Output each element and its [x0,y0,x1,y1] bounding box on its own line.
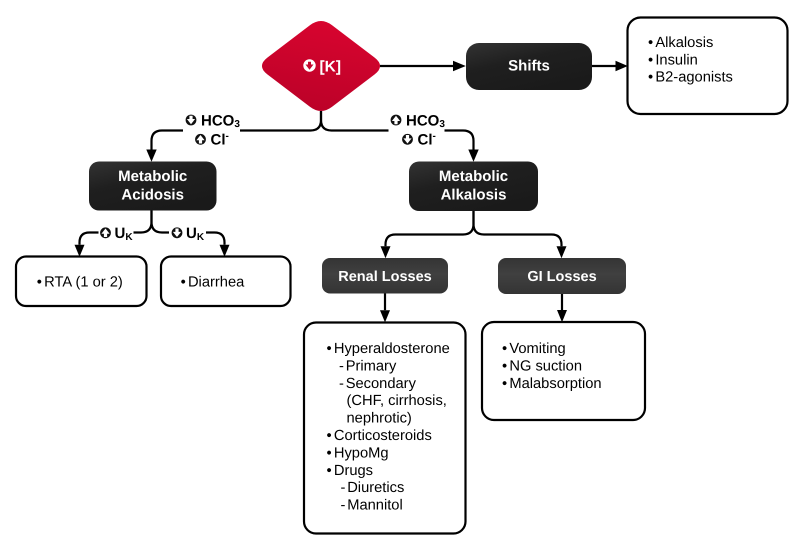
svg-text:[K]: [K] [320,58,342,75]
svg-text:•B2-agonists: •B2-agonists [648,70,733,86]
svg-text:-Mannitol: -Mannitol [341,498,403,514]
svg-text:-Diuretics: -Diuretics [341,480,405,496]
svg-text:Acidosis: Acidosis [121,187,184,204]
svg-text:•RTA (1 or 2): •RTA (1 or 2) [37,275,123,291]
svg-text:•Drugs: •Drugs [327,463,374,479]
svg-text:•NG suction: •NG suction [502,358,582,374]
svg-text:-Secondary: -Secondary [339,376,417,392]
svg-text:•Alkalosis: •Alkalosis [648,35,713,51]
svg-text:Renal Losses: Renal Losses [338,269,432,285]
svg-text:-Primary: -Primary [339,358,397,374]
svg-text:Alkalosis: Alkalosis [441,187,507,204]
svg-text:•Diarrhea: •Diarrhea [181,275,246,291]
svg-text:Metabolic: Metabolic [439,168,508,185]
svg-text:GI Losses: GI Losses [527,269,596,285]
svg-text:Cl-: Cl- [211,131,229,149]
svg-text:nephrotic): nephrotic) [347,411,412,427]
svg-text:•HypoMg: •HypoMg [327,445,389,461]
svg-text:•Corticosteroids: •Corticosteroids [327,428,432,444]
svg-text:Cl-: Cl- [418,131,436,149]
svg-text:(CHF, cirrhosis,: (CHF, cirrhosis, [347,393,447,409]
svg-text:HCO3: HCO3 [201,112,240,130]
svg-text:Shifts: Shifts [508,57,550,74]
svg-text:•Insulin: •Insulin [648,52,698,68]
svg-text:•Vomiting: •Vomiting [502,341,566,357]
svg-text:•Hyperaldosterone: •Hyperaldosterone [327,341,450,357]
svg-text:Metabolic: Metabolic [118,168,187,185]
svg-text:HCO3: HCO3 [406,112,445,130]
svg-text:•Malabsorption: •Malabsorption [502,376,602,392]
